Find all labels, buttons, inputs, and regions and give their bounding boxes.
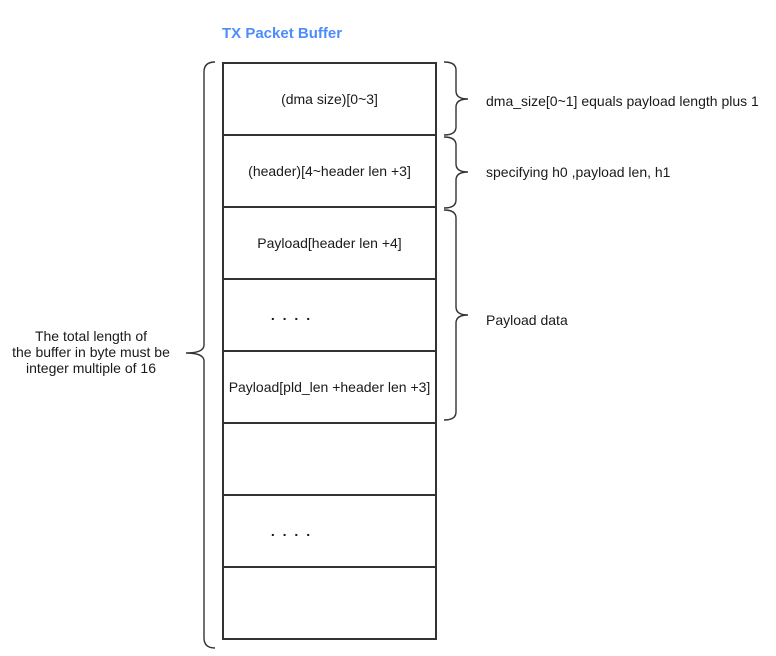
buffer-cell-payload-last: Payload[pld_len +header len +3] xyxy=(224,352,435,424)
annotation-dma-size: dma_size[0~1] equals payload length plus… xyxy=(486,93,759,109)
page-title: TX Packet Buffer xyxy=(222,25,343,42)
annotation-payload-data: Payload data xyxy=(486,312,568,328)
ellipsis-dots: . . . . xyxy=(270,523,313,539)
buffer-cell-label: Payload[header len +4] xyxy=(257,235,402,251)
right-curly-brace-dma-size xyxy=(443,61,469,136)
buffer-cell-header: (header)[4~header len +3] xyxy=(224,136,435,208)
buffer-cell-payload-first: Payload[header len +4] xyxy=(224,208,435,280)
annotation-header: specifying h0 ,payload len, h1 xyxy=(486,164,671,180)
buffer-cell-label: (dma size)[0~3] xyxy=(281,91,378,107)
total-length-note-line-2: the buffer in byte must be xyxy=(12,344,170,360)
right-curly-brace-payload xyxy=(443,209,469,421)
left-curly-brace xyxy=(185,61,216,649)
buffer-cell-empty-ellipsis: . . . . xyxy=(224,496,435,568)
buffer-cell-empty-2 xyxy=(224,568,435,638)
buffer-cell-payload-ellipsis: . . . . xyxy=(224,280,435,352)
right-curly-brace-header xyxy=(443,136,469,209)
tx-packet-buffer-stack: (dma size)[0~3] (header)[4~header len +3… xyxy=(222,62,437,640)
buffer-cell-label: Payload[pld_len +header len +3] xyxy=(228,379,431,395)
ellipsis-dots: . . . . xyxy=(270,307,313,323)
total-length-note: The total length of the buffer in byte m… xyxy=(5,328,177,376)
buffer-cell-label: (header)[4~header len +3] xyxy=(248,163,411,179)
total-length-note-line-1: The total length of xyxy=(34,328,148,344)
total-length-note-line-3: integer multiple of 16 xyxy=(26,360,156,376)
buffer-cell-empty-1 xyxy=(224,424,435,496)
buffer-cell-dma-size: (dma size)[0~3] xyxy=(224,64,435,136)
